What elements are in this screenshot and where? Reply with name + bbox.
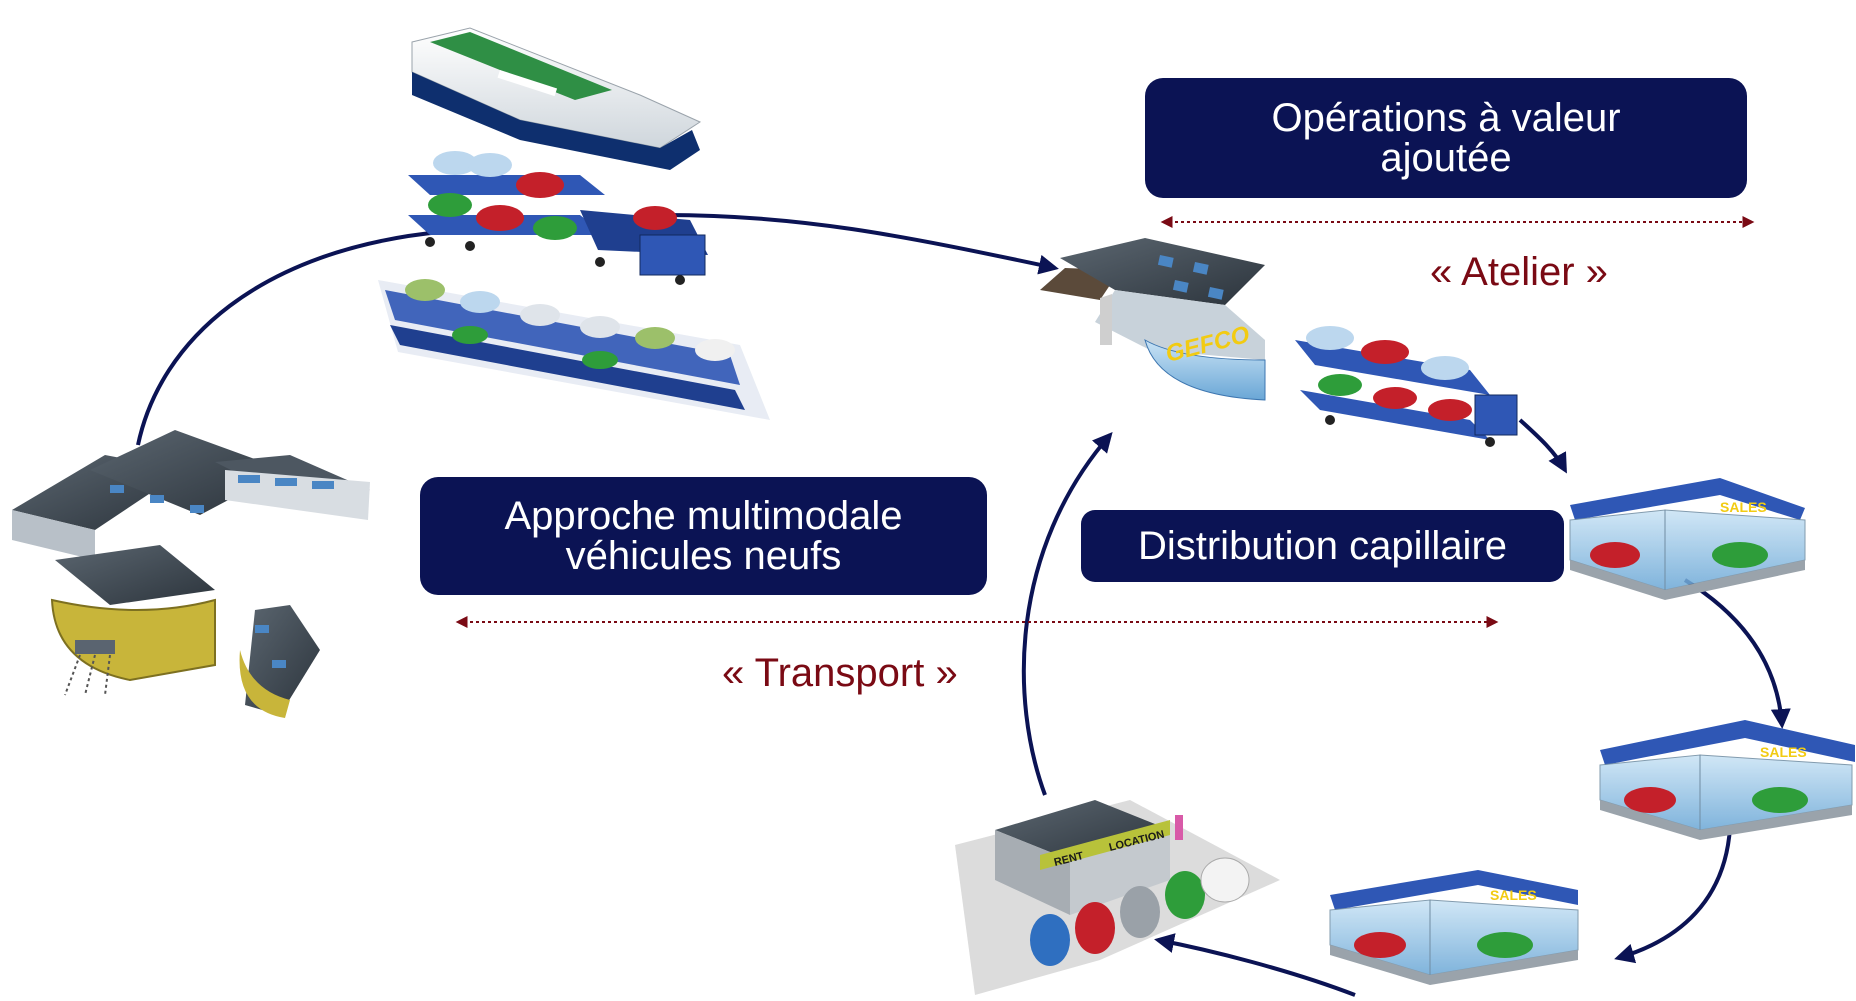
arrow-showroom3-to-rental <box>1154 933 1356 997</box>
factory-illustration <box>12 430 370 718</box>
transport-label: « Transport » <box>722 651 958 695</box>
capillary-distribution-box: Distribution capillaire <box>1081 510 1564 582</box>
arrow-showroom1-to-showroom2 <box>1683 578 1791 729</box>
showroom-illustration-2: SALES <box>1599 720 1855 840</box>
showroom-illustration-3: SALES <box>1329 870 1579 985</box>
car-transporter-truck-illustration <box>408 151 708 285</box>
rental-agency-illustration: RENT LOCATION <box>955 800 1280 995</box>
multimodal-line-2: véhicules neufs <box>565 534 842 578</box>
arrow-transport-to-hub <box>664 213 1059 275</box>
arrow-rental-to-hub <box>1021 431 1113 796</box>
showroom-1-sign: SALES <box>1720 499 1767 515</box>
hub-truck-illustration <box>1295 326 1518 447</box>
car-carrier-train-illustration <box>378 279 770 420</box>
value-added-line-2: ajoutée <box>1380 136 1512 180</box>
multimodal-approach-box: Approche multimodale véhicules neufs <box>420 477 987 595</box>
showroom-illustration-1: SALES <box>1569 478 1806 600</box>
ship-illustration <box>411 27 702 170</box>
atelier-label: « Atelier » <box>1430 250 1608 294</box>
arrow-factory-to-transport <box>136 230 441 446</box>
value-added-line-1: Opérations à valeur <box>1271 96 1621 140</box>
showroom-3-sign: SALES <box>1490 887 1537 903</box>
showroom-2-sign: SALES <box>1760 744 1807 760</box>
distribution-line-1: Distribution capillaire <box>1137 524 1508 568</box>
value-added-operations-box: Opérations à valeur ajoutée <box>1145 78 1747 198</box>
multimodal-line-1: Approche multimodale <box>504 494 903 538</box>
arrow-showroom2-to-showroom3 <box>1614 827 1732 964</box>
logistics-hub-illustration: GEFCO <box>1040 238 1266 401</box>
arrow-hub-to-showroom1 <box>1518 418 1567 474</box>
